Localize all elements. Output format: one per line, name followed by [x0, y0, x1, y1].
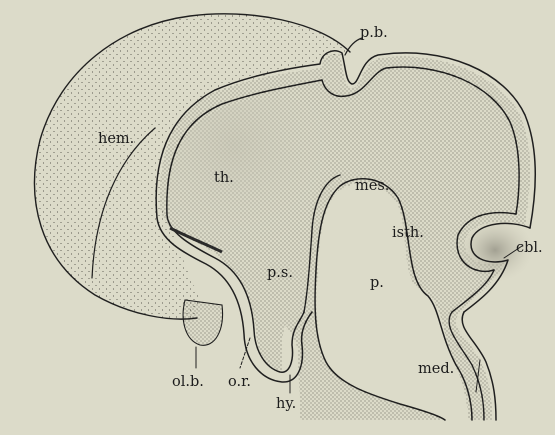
olfactory-bulb: [183, 300, 222, 345]
label-med: med.: [418, 361, 454, 377]
label-th: th.: [214, 170, 234, 186]
label-ps: p.s.: [267, 265, 293, 281]
label-hy: hy.: [276, 396, 296, 412]
label-hem: hem.: [98, 131, 134, 147]
label-mes: mes.: [355, 178, 389, 194]
label-cbl: cbl.: [516, 240, 543, 256]
label-or: o.r.: [228, 374, 251, 390]
label-olb: ol.b.: [172, 374, 204, 390]
label-isth: isth.: [392, 225, 424, 241]
label-p: p.: [370, 275, 384, 291]
brain-stem-wall: [160, 54, 533, 420]
label-pb: p.b.: [360, 25, 388, 41]
